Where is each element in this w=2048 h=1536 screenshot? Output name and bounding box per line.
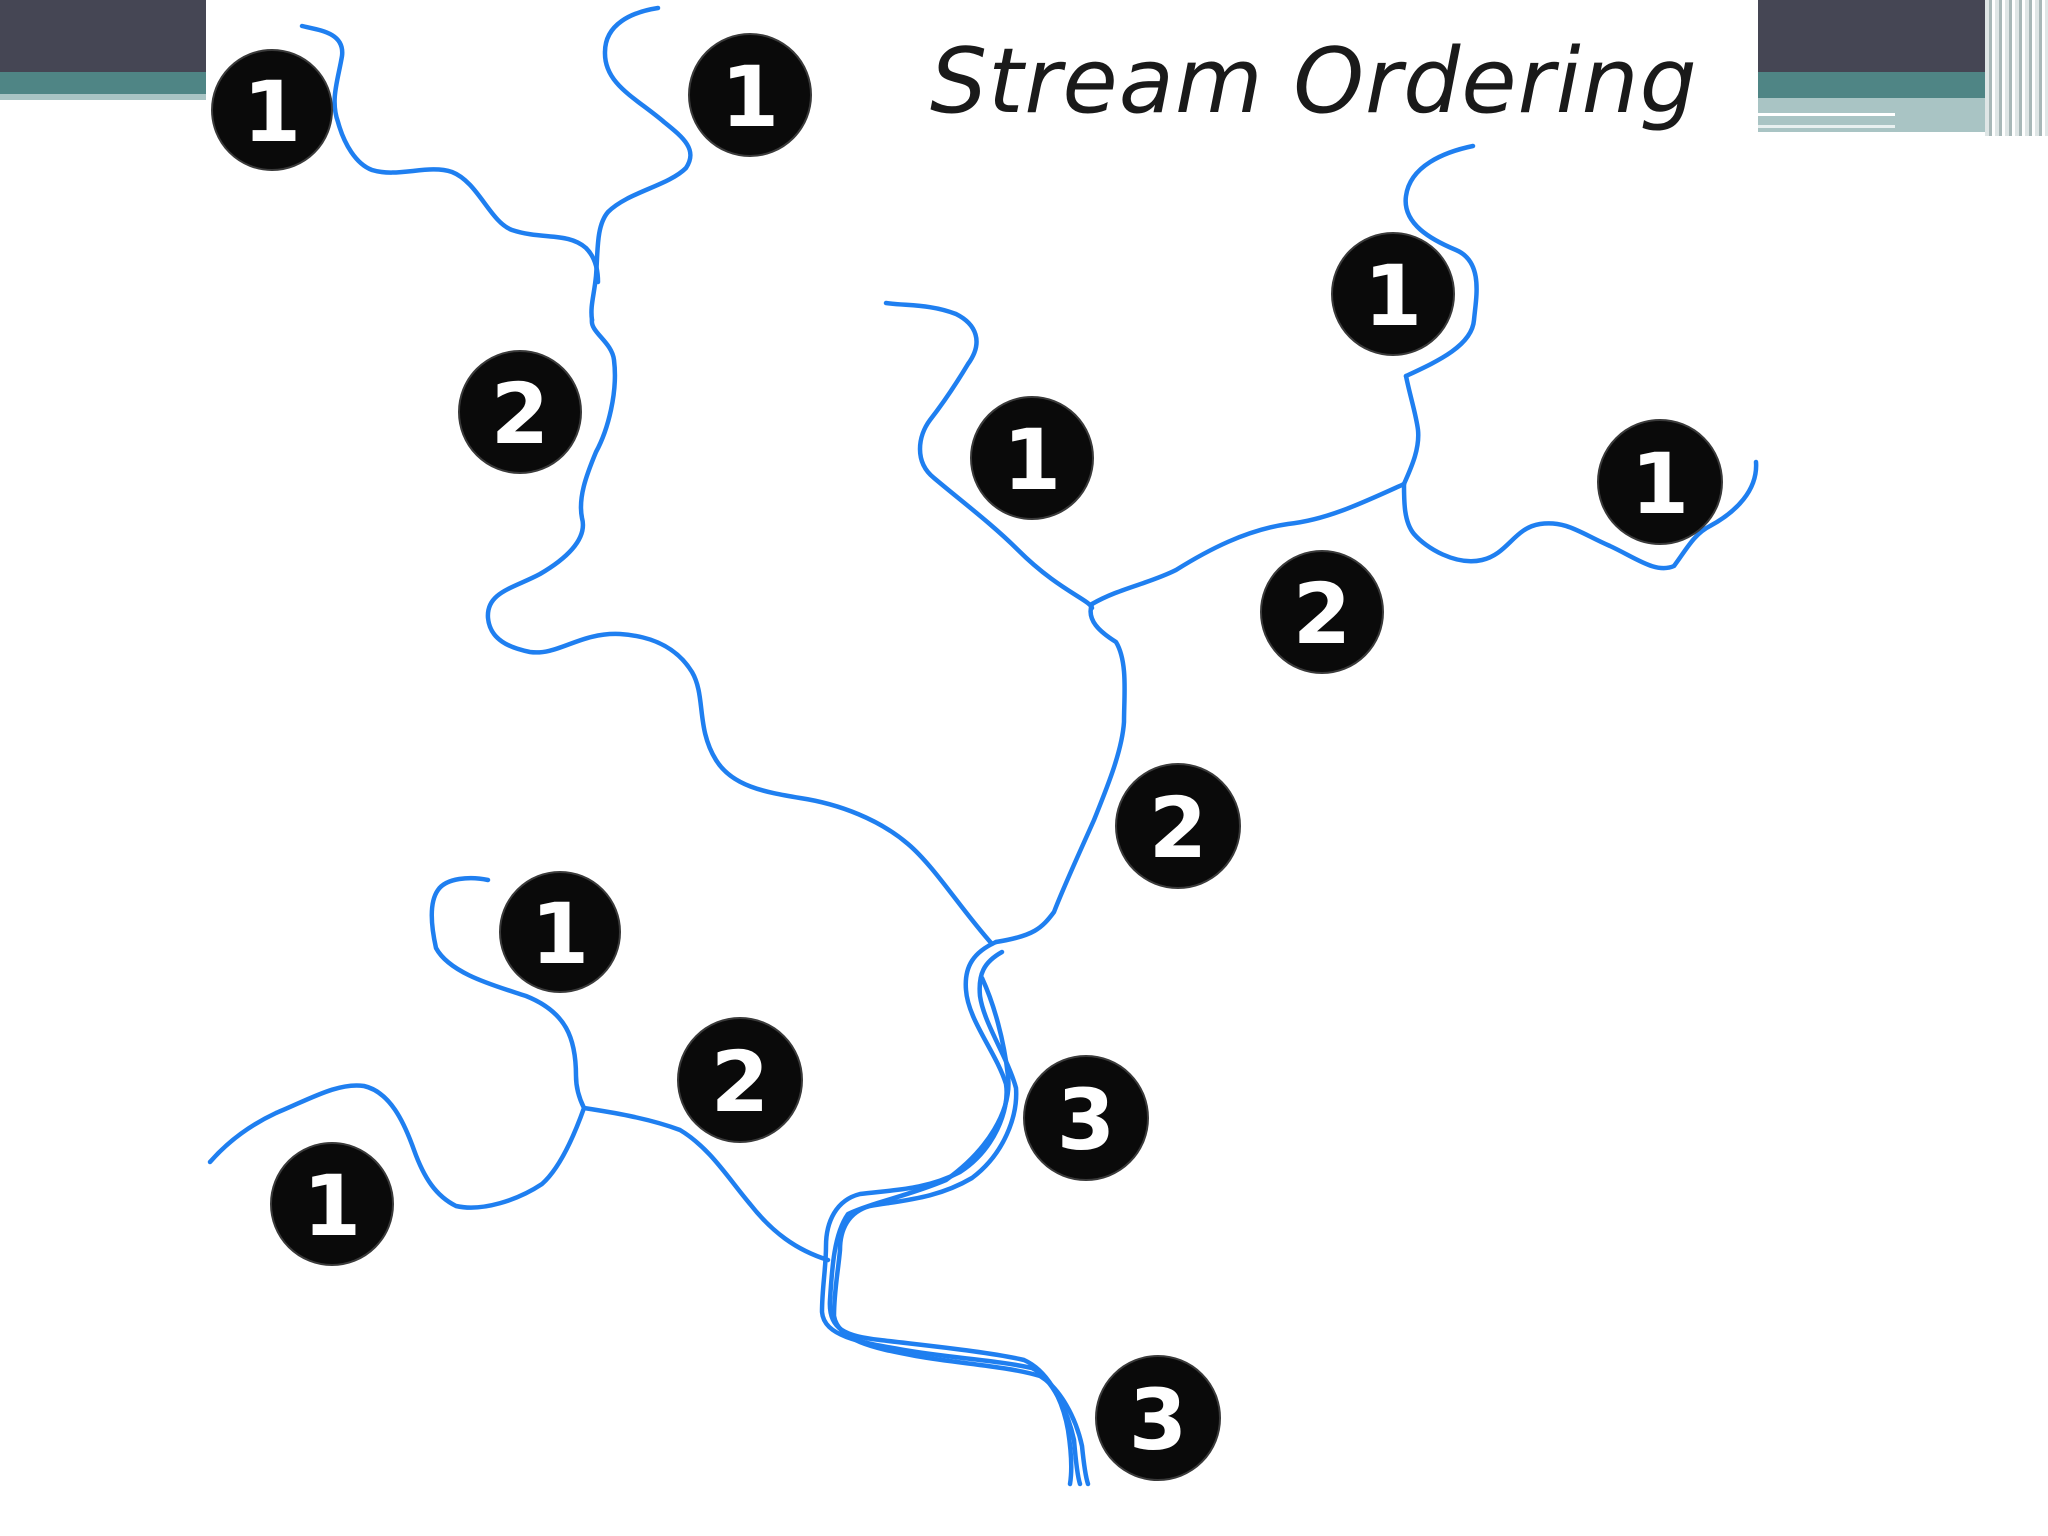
stream-segment [207,1083,587,1210]
slide-accent-stripe [1755,113,1895,116]
stream-segment [1403,143,1479,379]
stream-segment [827,975,1074,1487]
order-label: 3 [1129,1371,1187,1469]
order-label: 1 [1631,435,1689,533]
stream-segment [883,300,1095,611]
stream-segment [485,317,995,947]
slide-header-bar-left [0,0,210,72]
order-badges: 1 1 2 1 1 1 2 2 [211,33,1723,1481]
order-badge: 1 [970,396,1094,520]
order-badge: 3 [1023,1055,1149,1181]
order-badge: 1 [1597,419,1723,545]
order-badge: 3 [1095,1355,1221,1481]
order-badge: 1 [688,33,812,157]
order-label: 2 [1293,565,1351,663]
stream-segment [589,5,693,323]
order-label: 2 [1149,779,1207,877]
stream-segment [429,875,587,1111]
order-label: 3 [1057,1071,1115,1169]
stream-segment [1089,481,1407,607]
order-badge: 1 [1331,232,1455,356]
stream-segment [1401,373,1421,487]
order-label: 1 [303,1157,361,1255]
order-label: 2 [711,1033,769,1131]
order-badge: 2 [458,350,582,474]
order-label: 1 [243,63,301,161]
order-badge: 1 [270,1142,394,1266]
stream-segment [819,939,1083,1487]
stream-segment [1401,459,1759,571]
order-badge: 2 [1260,550,1384,674]
slide-accent-bar-left [0,72,210,94]
order-badge: 1 [499,871,621,993]
stream-segment [831,949,1091,1487]
order-label: 1 [1003,411,1061,509]
slide-accent-stripe-lower [1755,125,1895,128]
stream-network [207,5,1759,1487]
order-badge: 1 [211,49,333,171]
figure-panel [206,0,1758,1500]
stream-segment [581,1105,831,1263]
order-label: 2 [491,365,549,463]
order-label: 1 [531,885,589,983]
order-badge: 2 [1115,763,1241,889]
order-label: 1 [1364,247,1422,345]
stream-segment [993,601,1127,945]
order-badge: 2 [677,1017,803,1143]
order-label: 1 [721,48,779,146]
diagram-title: Stream Ordering [930,29,1698,134]
slide-edge-pattern [1985,0,2048,136]
slide-accent-line-left [0,94,210,100]
stream-segment [299,23,601,285]
